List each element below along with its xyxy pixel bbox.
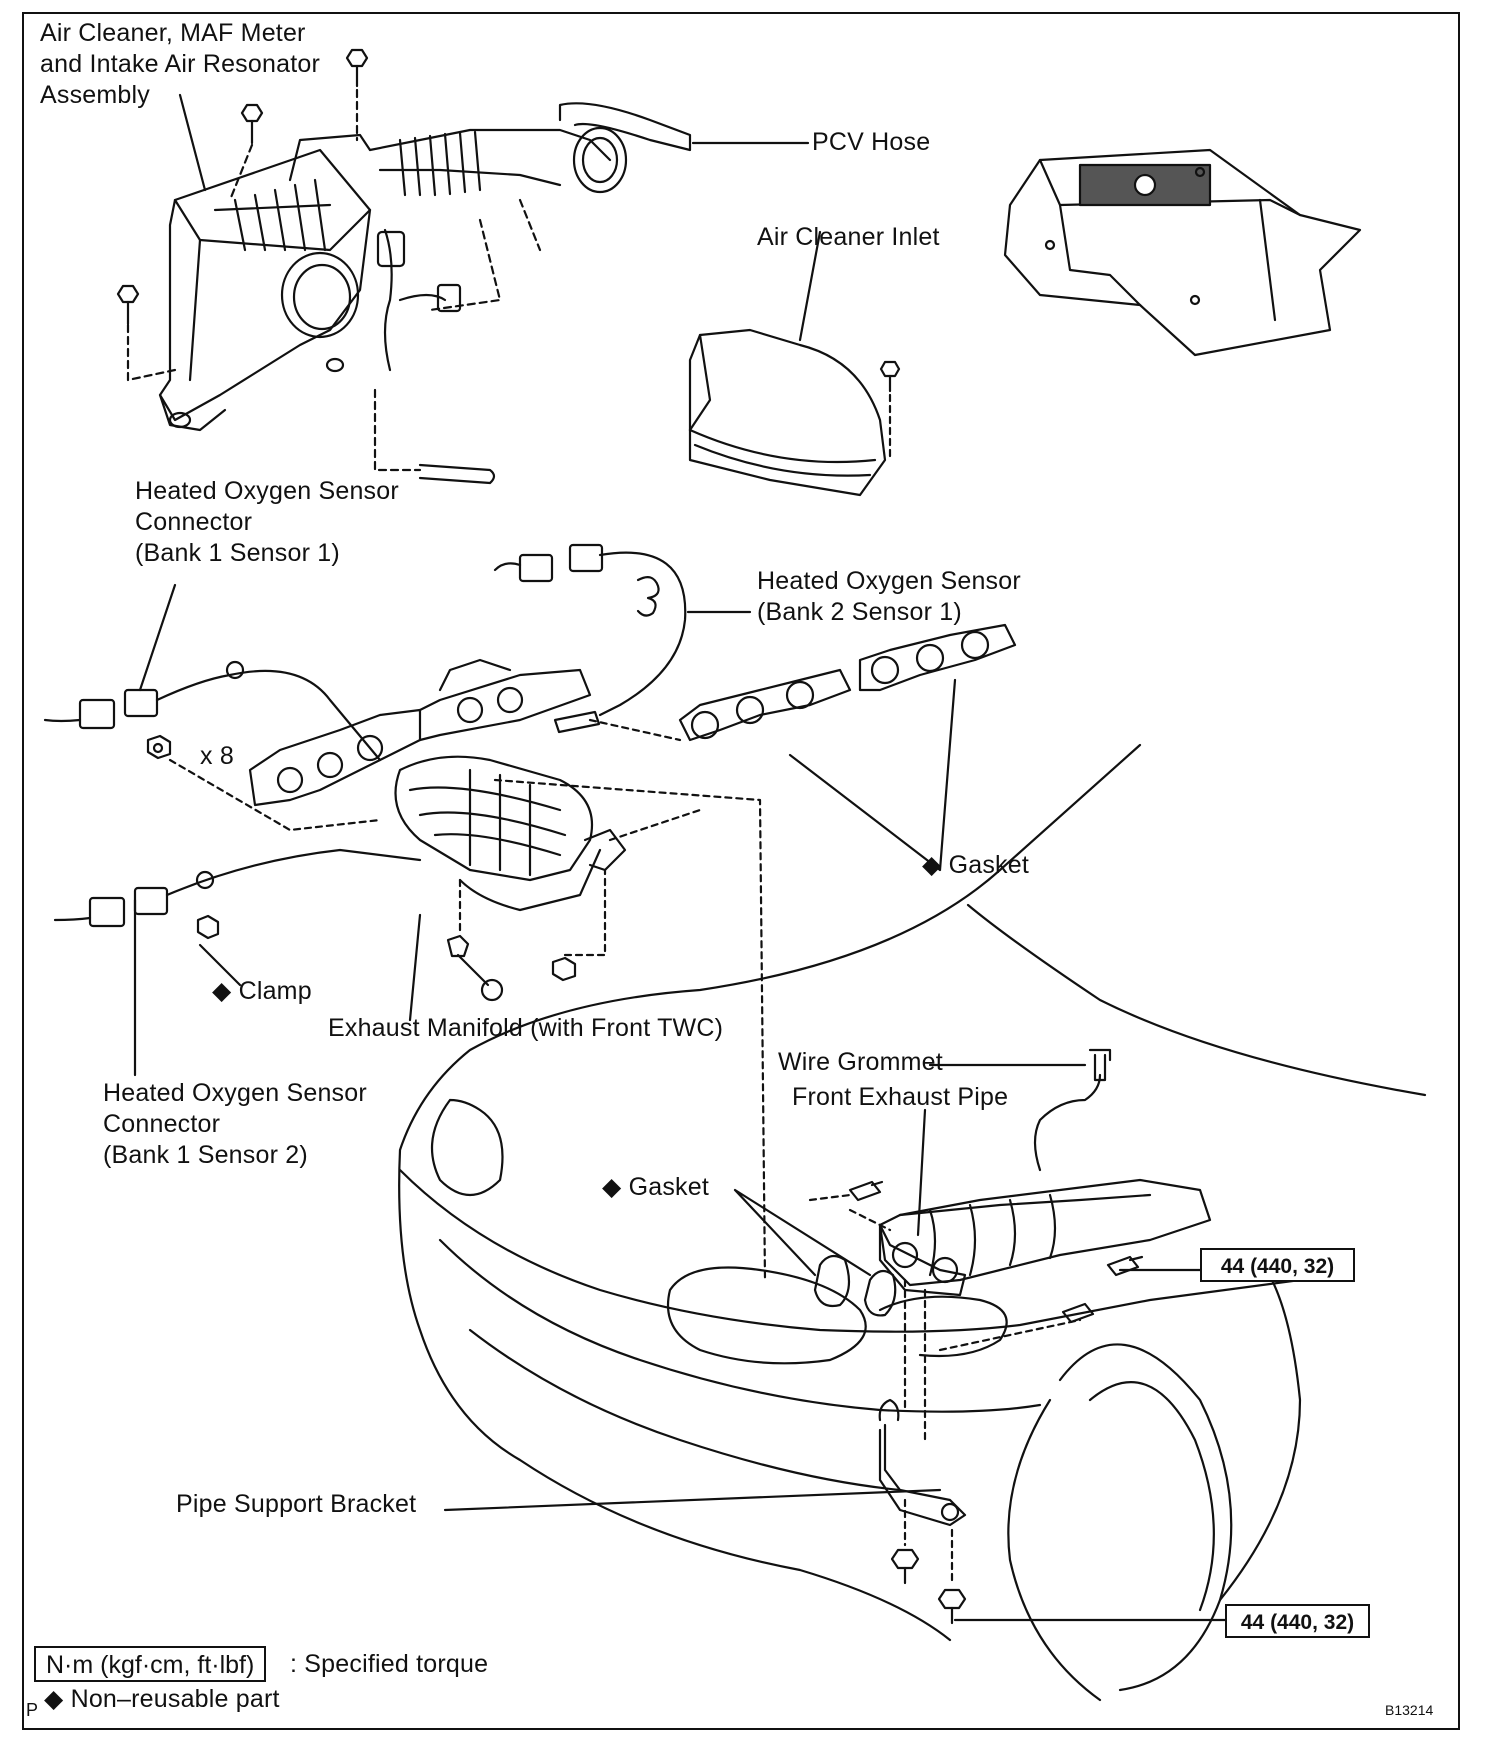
- air-cleaner-assembly: [116, 48, 692, 485]
- label-pcv-hose: PCV Hose: [812, 128, 931, 156]
- label-exhaust-manifold: Exhaust Manifold (with Front TWC): [328, 1014, 724, 1042]
- air-cleaner-inlet-part: [688, 328, 901, 497]
- torque-spec-bracket: 44 (440, 32): [1225, 1604, 1370, 1638]
- label-clamp: ◆ Clamp: [212, 977, 312, 1005]
- label-ho2s-bank2-sensor1: Heated Oxygen Sensor (Bank 2 Sensor 1): [757, 567, 1021, 626]
- manifold-gaskets: [678, 623, 1017, 742]
- label-air-cleaner-assembly: Air Cleaner, MAF Meter and Intake Air Re…: [40, 19, 320, 109]
- label-front-exhaust-pipe: Front Exhaust Pipe: [792, 1083, 1009, 1111]
- oxygen-sensors: [43, 543, 687, 928]
- corner-letter: P: [26, 1700, 39, 1720]
- label-ho2s-connector-bank1-sensor2: Heated Oxygen Sensor Connector (Bank 1 S…: [103, 1079, 367, 1169]
- leader-lines: [133, 93, 1227, 1622]
- front-exhaust-pipe-part: [808, 1048, 1212, 1442]
- legend-torque-description: : Specified torque: [290, 1650, 489, 1678]
- legend-torque-unit-box: N·m (kgf·cm, ft·lbf): [34, 1646, 267, 1682]
- exhaust-manifold-part: [146, 658, 767, 1282]
- label-ho2s-connector-bank1-sensor1: Heated Oxygen Sensor Connector (Bank 1 S…: [135, 477, 399, 567]
- torque-spec-front-pipe: 44 (440, 32): [1200, 1248, 1355, 1282]
- figure-id: B13214: [1385, 1702, 1434, 1718]
- label-wire-grommet: Wire Grommet: [778, 1048, 943, 1076]
- pipe-support-bracket-part: [878, 1398, 967, 1625]
- label-nut-quantity: x 8: [200, 742, 234, 770]
- diagram-frame: [22, 12, 1460, 1730]
- label-air-cleaner-inlet: Air Cleaner Inlet: [757, 223, 940, 251]
- engine-cover: [1003, 148, 1362, 357]
- label-gasket-upper: ◆ Gasket: [922, 851, 1029, 879]
- label-pipe-support-bracket: Pipe Support Bracket: [176, 1490, 417, 1518]
- car-body: [398, 743, 1427, 1702]
- label-gasket-lower: ◆ Gasket: [602, 1173, 709, 1201]
- legend-nonreusable-part: ◆ Non–reusable part: [44, 1685, 280, 1713]
